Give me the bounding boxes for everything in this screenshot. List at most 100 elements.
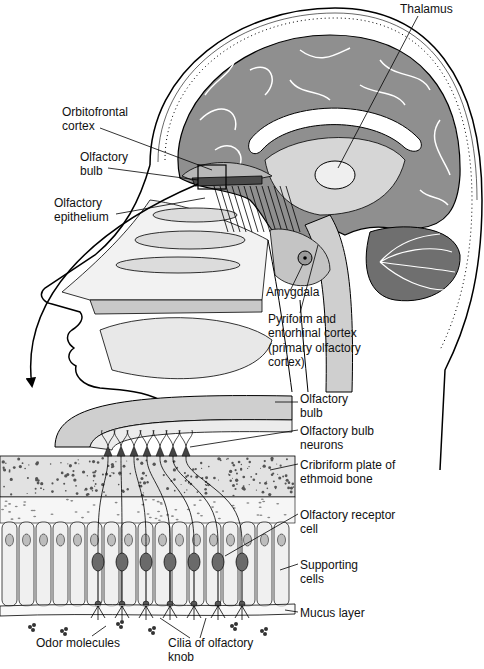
bone-stipple (274, 486, 277, 489)
bone-stipple (143, 481, 146, 484)
cilia (211, 606, 225, 620)
receptor-cell (186, 456, 248, 607)
bone-stipple (218, 480, 219, 481)
cilia (163, 606, 177, 620)
bone-stipple (288, 481, 291, 484)
bone-stipple (282, 476, 284, 478)
olfactory-nerve-hatching (256, 186, 270, 232)
supporting-cell (91, 534, 99, 546)
temporal-lobe (270, 229, 330, 286)
bone-stipple (205, 492, 208, 495)
part-label: Odor molecules (36, 636, 120, 650)
bone-stipple (22, 462, 24, 464)
bulb-neuron (117, 446, 125, 456)
bone-stipple (163, 474, 165, 476)
olfactory-nerve-hatching (274, 186, 288, 232)
bone-stipple (136, 458, 139, 461)
bone-stipple (222, 490, 224, 492)
olfactory-nerve-hatching (286, 186, 300, 232)
bone-stipple (284, 514, 287, 516)
bone-stipple (15, 506, 18, 508)
bone-stipple (235, 479, 238, 482)
bone-stipple (87, 493, 90, 496)
part-label: Cribriform plate of ethmoid bone (300, 458, 415, 487)
receptor-cell (188, 553, 200, 571)
bone-stipple (218, 518, 221, 520)
supporting-cell (19, 522, 34, 606)
bone-stipple (129, 473, 131, 475)
bone-stipple (10, 493, 12, 495)
odor-molecule (60, 629, 64, 633)
bone-stipple (3, 469, 6, 472)
odor-molecule (260, 627, 268, 636)
odor-molecule (31, 628, 35, 632)
bone-stipple (111, 472, 112, 473)
supporting-cell (274, 522, 289, 606)
part-label: Amygdala (266, 285, 319, 299)
bone-stipple (236, 483, 238, 485)
bone-stipple (278, 476, 281, 479)
bone-stipple (249, 484, 250, 485)
bone-stipple (267, 517, 270, 519)
receptor-cell (134, 456, 152, 607)
bone-stipple (243, 488, 246, 491)
bone-stipple (5, 462, 6, 463)
bone-stipple (75, 511, 78, 513)
cilia (139, 606, 153, 620)
bone-stipple (102, 473, 104, 475)
bone-stipple (8, 503, 11, 505)
bulb-neuron (130, 446, 138, 456)
bone-stipple (174, 509, 177, 511)
bone-stipple (141, 462, 143, 464)
odor-molecule (116, 620, 124, 629)
supporting-cell (189, 522, 204, 606)
bulb-neuron (180, 430, 193, 446)
leader-line (275, 402, 298, 403)
bone-stipple (78, 463, 79, 464)
bone-stipple (73, 478, 76, 481)
bone-stipple (266, 481, 267, 482)
bulb-neuron (167, 430, 180, 456)
bone-stipple (118, 484, 120, 486)
bone-stipple (286, 458, 288, 460)
receptor-cell (98, 571, 99, 602)
bone-stipple (17, 457, 20, 460)
bone-stipple (139, 481, 141, 483)
bone-stipple (64, 476, 66, 478)
bone-stipple (200, 515, 203, 517)
leader-line (338, 16, 418, 168)
olfactory-bulb-shape (192, 176, 262, 186)
bone-stipple (19, 465, 22, 468)
bone-stipple (109, 475, 111, 477)
bone-stipple (255, 473, 257, 475)
bone-stipple (75, 485, 77, 487)
bone-stipple (40, 487, 42, 489)
receptor-cell (160, 456, 194, 553)
bone-stipple (93, 474, 96, 477)
bone-stipple (40, 482, 43, 485)
mucus-layer-band (0, 604, 295, 616)
brain (178, 35, 460, 242)
bone-stipple (271, 473, 274, 476)
bone-stipple (144, 499, 147, 501)
bone-stipple (27, 477, 29, 479)
bone-stipple (252, 478, 255, 481)
bone-stipple (94, 486, 95, 487)
bone-stipple (176, 519, 179, 521)
bone-stipple (143, 492, 144, 493)
bone-stipple (267, 488, 269, 490)
olfactory-nerve-hatching (280, 186, 294, 232)
leader-line (285, 610, 298, 612)
bone-stipple (286, 479, 289, 482)
bone-stipple (113, 472, 115, 474)
bone-stipple (84, 489, 85, 490)
supporting-cell (125, 534, 133, 546)
bone-stipple (60, 462, 62, 464)
bone-stipple (259, 515, 262, 517)
leader-line (108, 168, 198, 180)
bone-stipple (204, 488, 207, 491)
supporting-cell (274, 522, 289, 606)
bone-stipple (92, 472, 94, 474)
bone-stipple (1, 457, 294, 521)
olfactory-nerve-hatching (238, 186, 252, 232)
